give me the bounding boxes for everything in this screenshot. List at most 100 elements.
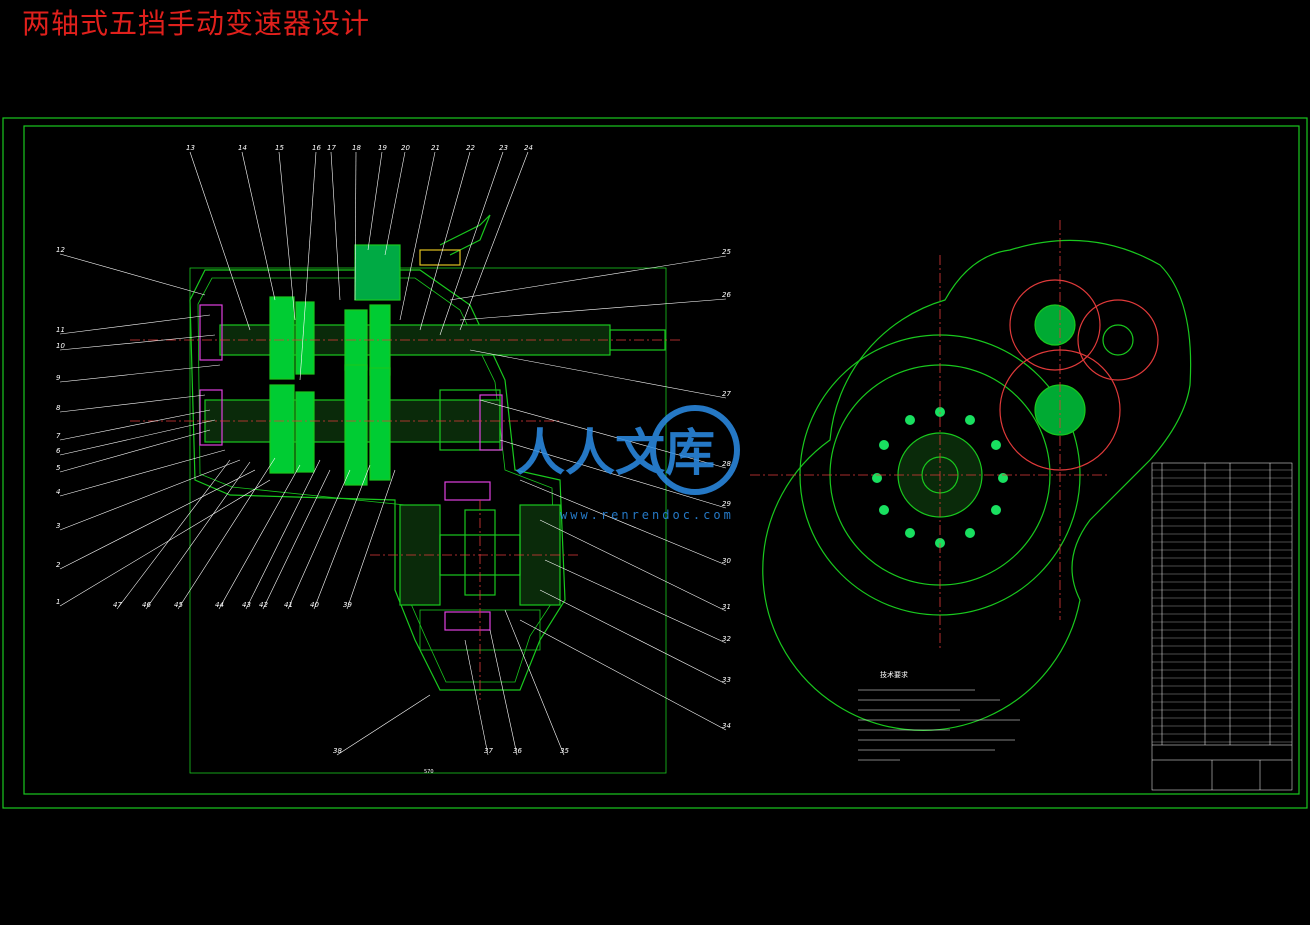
part-label-10: 10: [56, 342, 65, 350]
part-label-31: 31: [722, 603, 731, 611]
part-label-39: 39: [343, 601, 352, 609]
part-label-19: 19: [378, 144, 387, 152]
leader-23: [439, 151, 504, 336]
leader-42: [262, 469, 331, 610]
leader-9: [59, 364, 221, 383]
part-label-18: 18: [352, 144, 361, 152]
leader-2: [59, 469, 256, 570]
leader-4: [59, 449, 226, 497]
dimension-label: 570: [424, 769, 434, 775]
part-label-33: 33: [722, 676, 731, 684]
leader-22: [419, 151, 471, 331]
part-label-9: 9: [56, 374, 61, 382]
part-label-1: 1: [56, 598, 60, 606]
side-view: [762, 239, 1192, 731]
leader-36: [489, 629, 518, 756]
part-label-34: 34: [722, 722, 731, 730]
leader-43: [245, 459, 321, 610]
part-label-37: 37: [484, 747, 493, 755]
leader-7: [59, 409, 211, 441]
leader-24: [459, 151, 529, 331]
part-label-40: 40: [310, 601, 319, 609]
side-view-holes: [872, 407, 1008, 548]
leader-14: [241, 151, 276, 301]
part-label-28: 28: [722, 460, 731, 468]
leader-25: [449, 255, 727, 301]
leader-8: [59, 394, 206, 413]
leader-34: [519, 619, 727, 731]
leader-16: [299, 151, 317, 381]
leader-lines: [59, 151, 727, 756]
part-label-25: 25: [722, 248, 731, 256]
tech-req-title: 技术要求: [880, 670, 908, 679]
leader-1: [59, 479, 271, 607]
part-label-12: 12: [56, 246, 65, 254]
part-label-13: 13: [186, 144, 195, 152]
part-label-46: 46: [142, 601, 151, 609]
leader-35: [504, 609, 565, 756]
part-label-16: 16: [312, 144, 321, 152]
part-label-2: 2: [56, 561, 61, 569]
part-label-5: 5: [56, 464, 61, 472]
part-label-41: 41: [284, 601, 293, 609]
outer-frame: [2, 117, 1308, 809]
leader-6: [59, 419, 216, 456]
part-label-30: 30: [722, 557, 731, 565]
part-label-21: 21: [431, 144, 440, 152]
leader-40: [313, 464, 371, 610]
part-label-24: 24: [524, 144, 533, 152]
part-label-26: 26: [722, 291, 731, 299]
part-label-42: 42: [259, 601, 268, 609]
leader-32: [544, 559, 727, 644]
part-label-11: 11: [56, 326, 65, 334]
leader-47: [116, 459, 231, 610]
leader-37: [464, 639, 489, 756]
leader-5: [59, 429, 211, 473]
watermark-text: 人人文库: [515, 424, 715, 482]
part-label-36: 36: [513, 747, 522, 755]
part-label-20: 20: [401, 144, 410, 152]
watermark: 人人文库 www.renrendoc.com: [515, 405, 740, 522]
leader-26: [459, 298, 727, 321]
watermark-url: www.renrendoc.com: [560, 508, 734, 522]
side-view-centerlines: [750, 220, 1110, 650]
part-label-3: 3: [56, 522, 60, 530]
part-label-47: 47: [113, 601, 122, 609]
leader-41: [287, 469, 351, 610]
part-label-35: 35: [560, 747, 569, 755]
leader-19: [367, 151, 383, 251]
part-label-45: 45: [174, 601, 183, 609]
part-label-29: 29: [722, 500, 731, 508]
leader-12: [59, 253, 206, 296]
inner-frame: [23, 125, 1300, 795]
part-label-8: 8: [56, 404, 61, 412]
part-label-32: 32: [722, 635, 731, 643]
leader-38: [336, 694, 431, 756]
parts-list-rows: [1152, 469, 1292, 743]
part-label-15: 15: [275, 144, 284, 152]
part-label-7: 7: [56, 432, 61, 440]
part-label-22: 22: [466, 144, 475, 152]
part-label-27: 27: [722, 390, 731, 398]
leader-39: [346, 469, 396, 610]
leader-11: [59, 314, 211, 335]
leader-20: [384, 151, 406, 256]
part-label-17: 17: [327, 144, 336, 152]
leader-31: [539, 519, 727, 612]
page-title: 两轴式五挡手动变速器设计: [22, 7, 371, 40]
tech-req-lines: [858, 689, 1020, 761]
leader-17: [330, 151, 341, 301]
parts-list: [1151, 462, 1293, 791]
part-label-14: 14: [238, 144, 247, 152]
gearbox-section: [189, 214, 666, 691]
leader-28: [479, 399, 727, 469]
part-label-38: 38: [333, 747, 342, 755]
part-label-23: 23: [499, 144, 508, 152]
part-label-6: 6: [56, 447, 61, 455]
dimension-frame: [189, 267, 667, 774]
leader-18: [354, 151, 357, 301]
leader-10: [59, 334, 216, 351]
leader-33: [539, 589, 727, 685]
